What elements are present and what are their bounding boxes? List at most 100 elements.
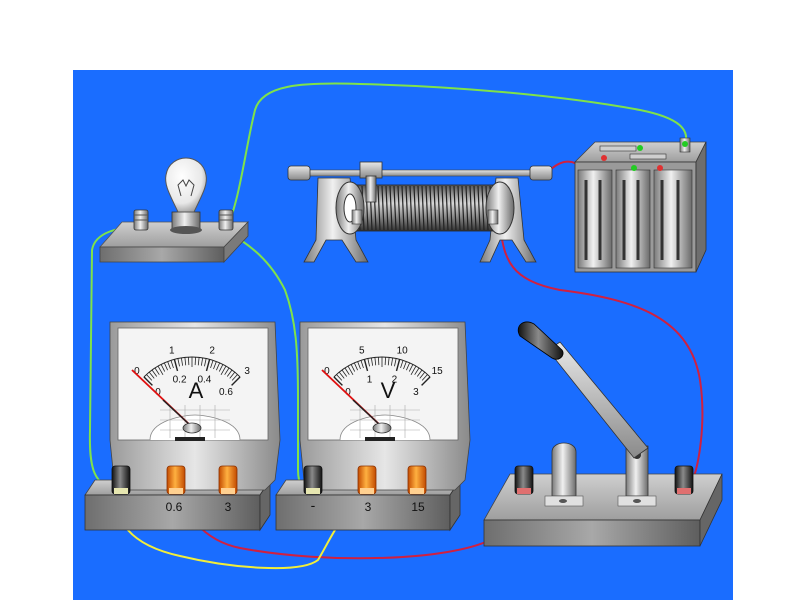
ammeter-scale-label-bottom: 0.6 [219,387,233,398]
voltmeter-dial-face [307,327,459,441]
ammeter-terminal-3[interactable] [218,465,238,495]
battery[interactable] [574,137,707,273]
ammeter-tick [146,374,153,381]
voltmeter-scale-label-bottom: 2 [392,375,398,386]
voltmeter-tick [421,374,428,381]
voltmeter-tick [347,365,354,375]
ammeter-scale-label-top: 2 [209,346,215,357]
coil-winding [381,185,385,231]
ammeter-tick [200,357,204,366]
coil-winding [429,185,433,231]
coil-winding [421,185,425,231]
ammeter-tick [151,369,158,377]
ammeter-zero-adjust[interactable] [182,422,202,434]
voltmeter-tick [410,365,417,375]
coil-winding [377,185,381,231]
ammeter-tick [220,365,227,375]
lamp-base-front [99,246,225,263]
voltmeter-tick [403,361,407,370]
wire-lamp-battery [225,82,688,231]
ammeter-tick [173,359,179,372]
voltmeter-tick [419,371,426,379]
ammeter-tick [157,365,164,375]
coil-winding [405,185,409,231]
coil-winding [413,185,417,231]
lamp-filament [177,179,195,197]
voltmeter-tick [360,360,364,369]
voltmeter-symbol: V [381,378,396,403]
ammeter-scale-label-bottom: 0 [155,387,161,398]
rheostat-slider[interactable] [359,161,383,203]
voltmeter-tick [370,357,374,366]
ammeter-base-front [84,494,261,531]
switch[interactable] [483,321,723,547]
ammeter-tick [213,361,217,370]
switch-terminal-left[interactable] [514,465,534,495]
coil-winding [449,185,453,231]
ammeter-tick [170,360,174,369]
battery-side [695,141,707,273]
ammeter-tick [163,362,168,371]
switch-contact-clip [544,442,584,507]
voltmeter-terminal-3[interactable] [357,465,377,495]
ammeter-tick [224,367,230,375]
switch-terminal-right[interactable] [674,465,694,495]
voltmeter-tick [338,371,345,379]
voltmeter-tick [353,362,358,371]
voltmeter-tick [400,360,404,369]
coil-winding [445,185,449,231]
voltmeter-scale-label-bottom: 3 [413,387,419,398]
battery-terminal-negative[interactable] [679,137,691,153]
wire-rheostat-switch [499,227,704,491]
ammeter-scale-label-bottom: 0.2 [173,375,187,386]
ammeter-terminal-0.6[interactable] [166,465,186,495]
ammeter-terminal-negative[interactable] [111,465,131,495]
coil-winding [417,185,421,231]
voltmeter-base-front [275,494,451,531]
voltmeter-tick [387,357,390,366]
voltmeter-tick [421,376,431,386]
voltmeter-tick [336,374,343,381]
lamp[interactable] [99,157,249,264]
ammeter-tick [148,371,155,379]
voltmeter-tick [416,369,423,377]
ammeter-tick [143,376,153,386]
voltmeter-zero-adjust[interactable] [372,422,392,434]
rheostat[interactable] [287,161,553,263]
coil-winding [465,185,469,231]
lamp-terminal-right[interactable] [218,209,234,231]
voltmeter-tick [367,358,370,367]
coil-winding [385,185,389,231]
voltmeter-terminal-label-negative: - [311,497,316,513]
ammeter-tick [226,369,233,377]
lamp-terminal-left[interactable] [133,209,149,231]
rheostat-terminal-bottom-left[interactable] [351,209,363,225]
voltmeter-tick [395,359,401,372]
switch-base-front [483,519,701,547]
coil-winding [389,185,393,231]
coil-winding [441,185,445,231]
rheostat-rod-end-left [287,165,311,181]
voltmeter-terminal-label-3: 3 [365,500,372,514]
coil-winding [481,185,485,231]
switch-hinge [617,445,657,507]
switch-handle[interactable] [517,321,564,360]
voltmeter-scale-label-bottom: 0 [345,387,351,398]
rheostat-rod-end-right[interactable] [529,165,553,181]
rheostat-terminal-bottom-right[interactable] [487,209,499,225]
ammeter-scale-arc [143,356,241,378]
voltmeter-terminal-negative[interactable] [303,465,323,495]
voltmeter-tick [350,364,356,372]
ammeter-tick [154,367,160,375]
voltmeter-terminal-15[interactable] [407,465,427,495]
battery-terminal-positive[interactable] [601,155,607,161]
voltmeter-tick [406,362,411,371]
ammeter-tick [184,357,187,366]
coil-winding [473,185,477,231]
coil-winding [477,185,481,231]
coil-winding [457,185,461,231]
voltmeter-scale-label-top: 10 [397,346,409,357]
